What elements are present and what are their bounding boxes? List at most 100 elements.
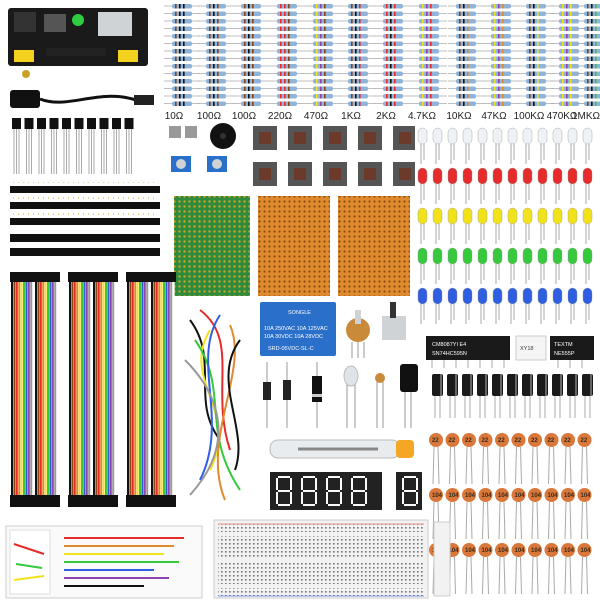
ceramic-capacitor: 22 xyxy=(495,433,509,485)
led xyxy=(567,247,578,284)
seven-segment-digit xyxy=(276,476,292,506)
resistor xyxy=(233,64,269,69)
ceramic-capacitor: 104 xyxy=(528,488,542,540)
resistor xyxy=(340,4,376,9)
tactile-switch xyxy=(288,126,312,150)
led xyxy=(567,287,578,324)
seven-segment-digit xyxy=(326,476,342,506)
resistor xyxy=(305,4,341,9)
led xyxy=(417,127,428,164)
resistor xyxy=(576,34,600,39)
led xyxy=(462,287,473,324)
electrolytic-capacitors xyxy=(432,374,593,418)
breadboard-strip xyxy=(433,521,451,597)
led xyxy=(537,167,548,204)
svg-text:104: 104 xyxy=(482,548,493,554)
resistor xyxy=(411,79,447,84)
resistor xyxy=(518,71,554,76)
resistor-grid xyxy=(164,4,600,106)
resistor xyxy=(375,49,411,54)
ceramic-capacitor: 104 xyxy=(462,543,476,595)
resistor xyxy=(448,71,484,76)
resistor xyxy=(233,101,269,106)
header-pins xyxy=(10,182,160,256)
svg-text:104: 104 xyxy=(482,493,493,499)
resistor xyxy=(483,34,519,39)
resistor xyxy=(164,86,200,91)
resistor-label: 4.7KΩ xyxy=(407,111,437,122)
resistor xyxy=(233,34,269,39)
ic3-line1: TEXTM xyxy=(554,342,573,348)
resistor xyxy=(576,41,600,46)
resistor xyxy=(375,56,411,61)
ir-receiver-icon xyxy=(49,118,59,174)
svg-text:104: 104 xyxy=(449,548,460,554)
resistor xyxy=(483,71,519,76)
resistor xyxy=(269,49,305,54)
resistor xyxy=(411,101,447,106)
resistor xyxy=(411,11,447,16)
electrolytic-capacitor xyxy=(537,374,548,418)
resistor xyxy=(340,79,376,84)
tactile-switch xyxy=(358,162,382,186)
resistor xyxy=(305,64,341,69)
led xyxy=(522,247,533,284)
ceramic-capacitor: 104 xyxy=(445,488,460,540)
resistor xyxy=(576,101,600,106)
svg-text:104: 104 xyxy=(465,493,476,499)
led xyxy=(432,127,443,164)
resistor xyxy=(375,4,411,9)
relay-model: SRD-05VDC-SL-C xyxy=(268,346,314,352)
resistor xyxy=(340,49,376,54)
resistor xyxy=(164,19,200,24)
led xyxy=(552,167,563,204)
led xyxy=(477,207,488,244)
led xyxy=(447,207,458,244)
led xyxy=(432,207,443,244)
ic3-line2: NE555P xyxy=(554,351,575,357)
seven-segment-digit xyxy=(351,476,367,506)
ceramic-capacitor: 104 xyxy=(577,488,592,540)
ir-receiver-icon xyxy=(12,118,21,174)
seven-segment-digit xyxy=(402,476,418,506)
resistor xyxy=(269,56,305,61)
resistor xyxy=(233,19,269,24)
resistor xyxy=(340,64,376,69)
led xyxy=(492,287,503,324)
led xyxy=(582,127,593,164)
resistor xyxy=(448,26,484,31)
resistor xyxy=(340,34,376,39)
resistor xyxy=(576,71,600,76)
resistor xyxy=(448,86,484,91)
resistor xyxy=(198,11,234,16)
tactile-switch xyxy=(253,126,277,150)
led xyxy=(507,167,518,204)
ir-receiver-icon xyxy=(37,118,46,174)
resistor xyxy=(448,79,484,84)
svg-text:104: 104 xyxy=(498,548,509,554)
resistor xyxy=(411,86,447,91)
led xyxy=(582,247,593,284)
svg-text:22: 22 xyxy=(449,438,456,444)
ic2-line1: XY18 xyxy=(520,346,533,352)
svg-text:104: 104 xyxy=(564,548,575,554)
resistor xyxy=(375,101,411,106)
led xyxy=(522,167,533,204)
resistor xyxy=(448,11,484,16)
resistor xyxy=(233,79,269,84)
electrolytic-capacitor xyxy=(567,374,578,418)
electrolytic-capacitor xyxy=(477,374,488,418)
ir-receiver-icon xyxy=(62,118,71,174)
ceramic-capacitor: 104 xyxy=(478,543,493,595)
resistor xyxy=(576,79,600,84)
resistor xyxy=(483,64,519,69)
led xyxy=(552,287,563,324)
led xyxy=(507,287,518,324)
resistor xyxy=(411,94,447,99)
integrated-circuits: CM8087YI E4 SN74HC595N XY18 TEXTM NE555P xyxy=(426,335,594,368)
resistor xyxy=(518,64,554,69)
resistor xyxy=(305,56,341,61)
resistor-label: 100Ω xyxy=(231,111,257,122)
ic1-line1: CM8087YI E4 xyxy=(432,342,466,348)
